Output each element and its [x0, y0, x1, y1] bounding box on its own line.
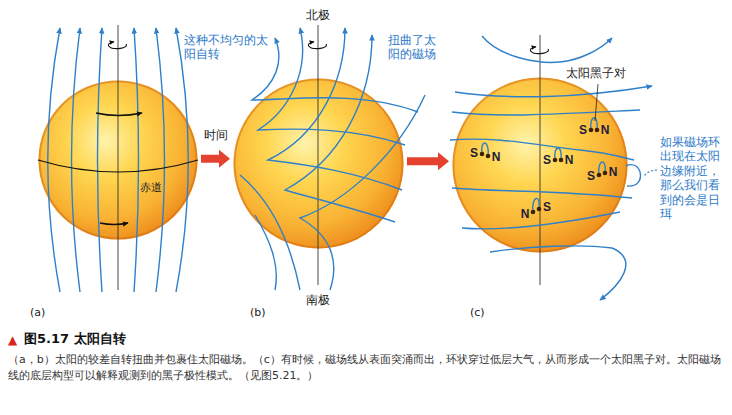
edge-label: 时间: [204, 128, 228, 142]
sunspot-dot: [595, 128, 600, 133]
panel-label: (b): [250, 306, 266, 319]
polarity-letter: S: [543, 153, 551, 167]
sunspot-dot: [559, 158, 564, 163]
field-line: [134, 28, 139, 292]
polarity-letter: N: [609, 165, 618, 179]
field-line: [255, 215, 276, 290]
field-line: [626, 165, 640, 186]
field-line: [300, 95, 425, 290]
field-line: [462, 212, 620, 229]
polarity-letter: N: [601, 123, 610, 137]
callout-text: 如果磁场环出现在太阳边缘附近，那么我们看到的会是日珥: [660, 135, 720, 221]
spin-arrow: [96, 113, 142, 116]
sunspot-dot: [486, 154, 491, 159]
field-line: [285, 35, 395, 222]
panel-label: (c): [470, 306, 485, 319]
field-line: [176, 28, 188, 292]
spin-arrow: [96, 113, 142, 225]
sunspot-dot: [537, 207, 542, 212]
equator-line: [38, 160, 198, 172]
leader-line: [595, 84, 598, 121]
pole-label: 北极: [306, 8, 330, 22]
sunspot-dot: [553, 158, 558, 163]
field-line: [240, 175, 300, 290]
field-line: [48, 28, 60, 292]
field-line: [490, 246, 626, 300]
figure-title: 图5.17 太阳自转: [24, 331, 126, 347]
sunspot-dot: [480, 128, 608, 215]
triangle-mark: ▲: [8, 333, 17, 347]
field-line: [450, 139, 634, 160]
field-line: [455, 86, 652, 97]
polarity-letter: N: [492, 150, 501, 164]
field-line: [98, 28, 103, 292]
sunspot-dot: [597, 173, 602, 178]
field-line: [268, 28, 402, 190]
sunspot-dot: [531, 210, 536, 215]
sunspot-loop: [482, 118, 606, 212]
polarity-letter: S: [470, 146, 478, 160]
polarity-letter: S: [579, 123, 587, 137]
time-arrow: [201, 150, 230, 168]
field-line: [482, 36, 612, 62]
panel-label: (a): [30, 306, 45, 319]
leader-line: [595, 84, 657, 176]
equator-label: 赤道: [140, 181, 162, 194]
polarity-letter: N: [521, 207, 530, 221]
equator-line: [38, 160, 198, 172]
rotation-arrow: [308, 42, 326, 49]
spin-arrow: [100, 223, 128, 225]
sunspot-dot: [603, 171, 608, 176]
rotation-arrow: [530, 47, 548, 54]
leader-line: [644, 170, 657, 176]
polarity-letter: N: [565, 153, 574, 167]
field-line: [452, 188, 632, 198]
field-line: [72, 28, 81, 292]
rotation-axis: [118, 25, 119, 290]
field-line: [452, 110, 640, 115]
callout-text: 太阳黑子对: [566, 66, 626, 80]
rotation-arrow: [108, 42, 548, 54]
polarity-letter: S: [587, 169, 595, 183]
time-arrow: [407, 152, 449, 170]
sunspot-dot: [480, 152, 485, 157]
rotation-arrow: [108, 42, 126, 49]
polarity-letter: S: [543, 200, 551, 214]
field-line: [156, 28, 165, 292]
field-line: [48, 28, 652, 300]
figure-caption: （a，b）太阳的较差自转扭曲并包裹住太阳磁场。（c）有时候，磁场线从表面突涌而出…: [8, 352, 724, 384]
field-line: [258, 28, 405, 145]
rotation-axis: [318, 25, 319, 285]
callout-text: 扭曲了太阳的磁场: [388, 33, 438, 62]
sunspot-dot: [589, 128, 594, 133]
pole-label: 南极: [306, 293, 330, 307]
callout-text: 这种不均匀的太阳自转: [184, 33, 268, 62]
